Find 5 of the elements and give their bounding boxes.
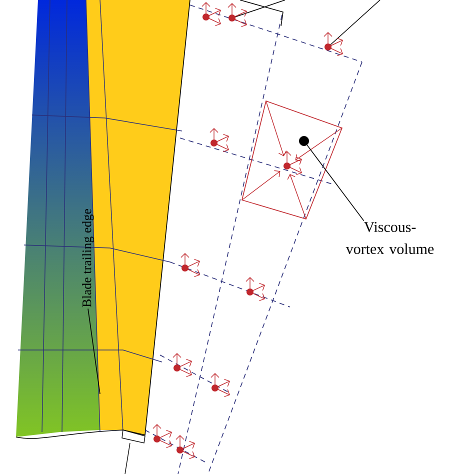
callout-label: Viscous- vortex volume	[346, 222, 434, 254]
leader-line	[306, 144, 364, 222]
rotated-label: Blade trailing edge	[82, 208, 94, 308]
target-dot	[299, 136, 309, 146]
leader-line	[88, 308, 100, 394]
